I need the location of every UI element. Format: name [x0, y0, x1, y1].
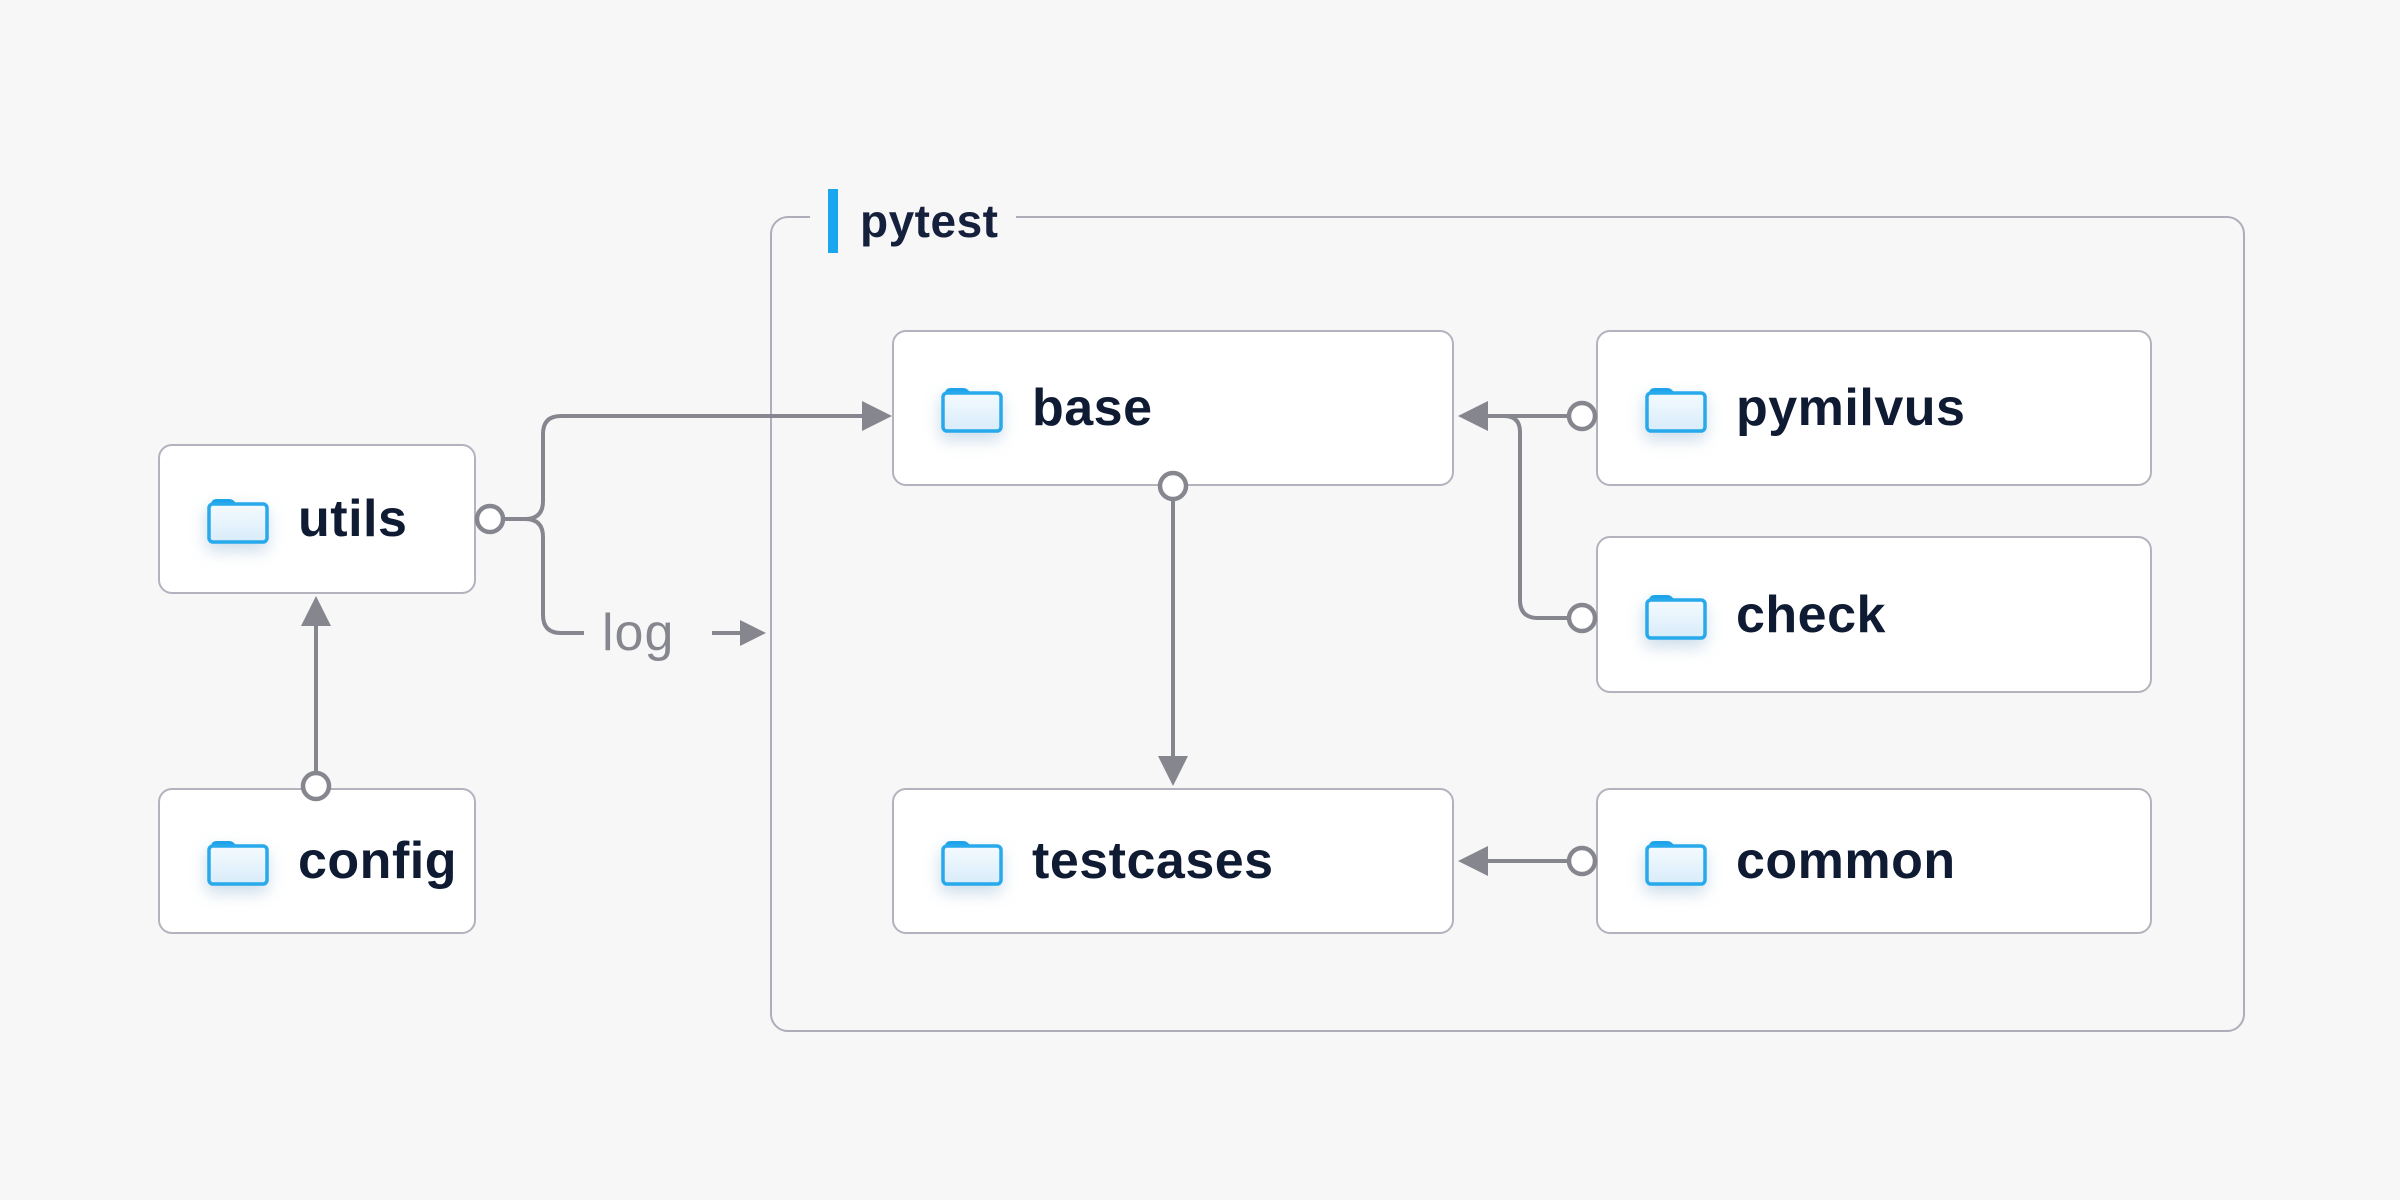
node-config: config: [158, 788, 476, 934]
pytest-group-label-text: pytest: [860, 195, 999, 247]
node-utils: utils: [158, 444, 476, 594]
folder-icon: [1645, 388, 1707, 433]
folder-icon: [207, 499, 269, 544]
node-label: base: [1032, 379, 1153, 437]
folder-icon: [1645, 841, 1707, 886]
edge-utils-log: log: [524, 517, 766, 662]
node-label: testcases: [1032, 832, 1274, 890]
node-testcases: testcases: [892, 788, 1454, 934]
folder-icon: [941, 841, 1003, 886]
node-label: config: [298, 832, 457, 890]
folder-icon: [1645, 594, 1707, 640]
accent-bar: [828, 189, 838, 253]
pytest-group-label: pytest: [810, 188, 1017, 254]
edge-config-utils: [301, 596, 331, 773]
node-check: check: [1596, 536, 2152, 693]
node-label: check: [1736, 585, 1886, 644]
node-pymilvus: pymilvus: [1596, 330, 2152, 486]
node-label: common: [1736, 832, 1956, 890]
folder-icon: [941, 388, 1003, 433]
folder-icon: [207, 841, 269, 886]
edge-label-log: log: [602, 604, 674, 662]
node-label: utils: [298, 490, 408, 548]
node-label: pymilvus: [1736, 379, 1966, 437]
node-common: common: [1596, 788, 2152, 934]
connector-dot-utils: [474, 503, 506, 535]
pytest-group-container: [770, 216, 2245, 1032]
node-base: base: [892, 330, 1454, 486]
